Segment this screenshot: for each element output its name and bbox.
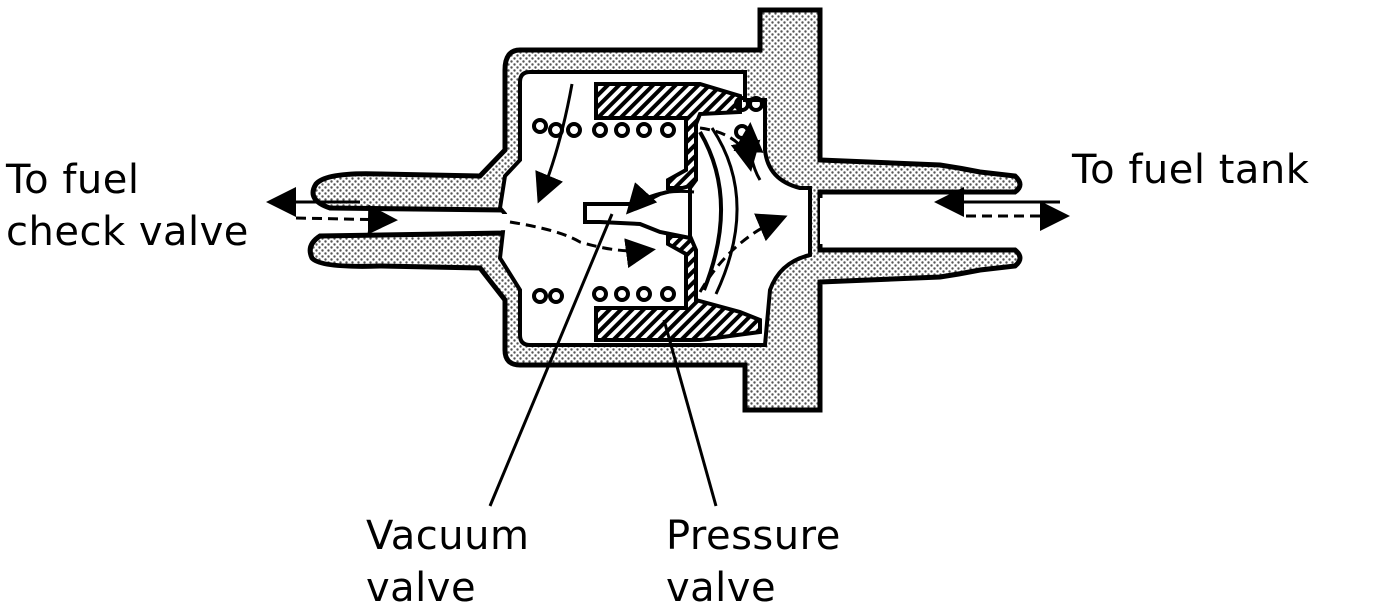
label-line: To fuel tank (1072, 147, 1310, 193)
label-to-fuel-check-valve: To fuel check valve (6, 154, 249, 258)
label-to-fuel-tank: To fuel tank (1072, 144, 1309, 196)
label-vacuum-valve: Vacuum valve (366, 510, 529, 614)
label-line: Vacuum (366, 513, 530, 559)
label-pressure-valve: Pressure valve (666, 510, 841, 614)
pressure-valve-body (594, 82, 762, 342)
vacuum-valve-leader (488, 213, 614, 507)
label-line: To fuel (6, 157, 140, 203)
label-line: valve (666, 565, 777, 611)
label-line: Pressure (666, 513, 841, 559)
label-line: valve (366, 565, 477, 611)
label-line: check valve (6, 209, 249, 255)
flow-arrows (266, 83, 1070, 293)
pressure-valve-leader (662, 319, 718, 507)
